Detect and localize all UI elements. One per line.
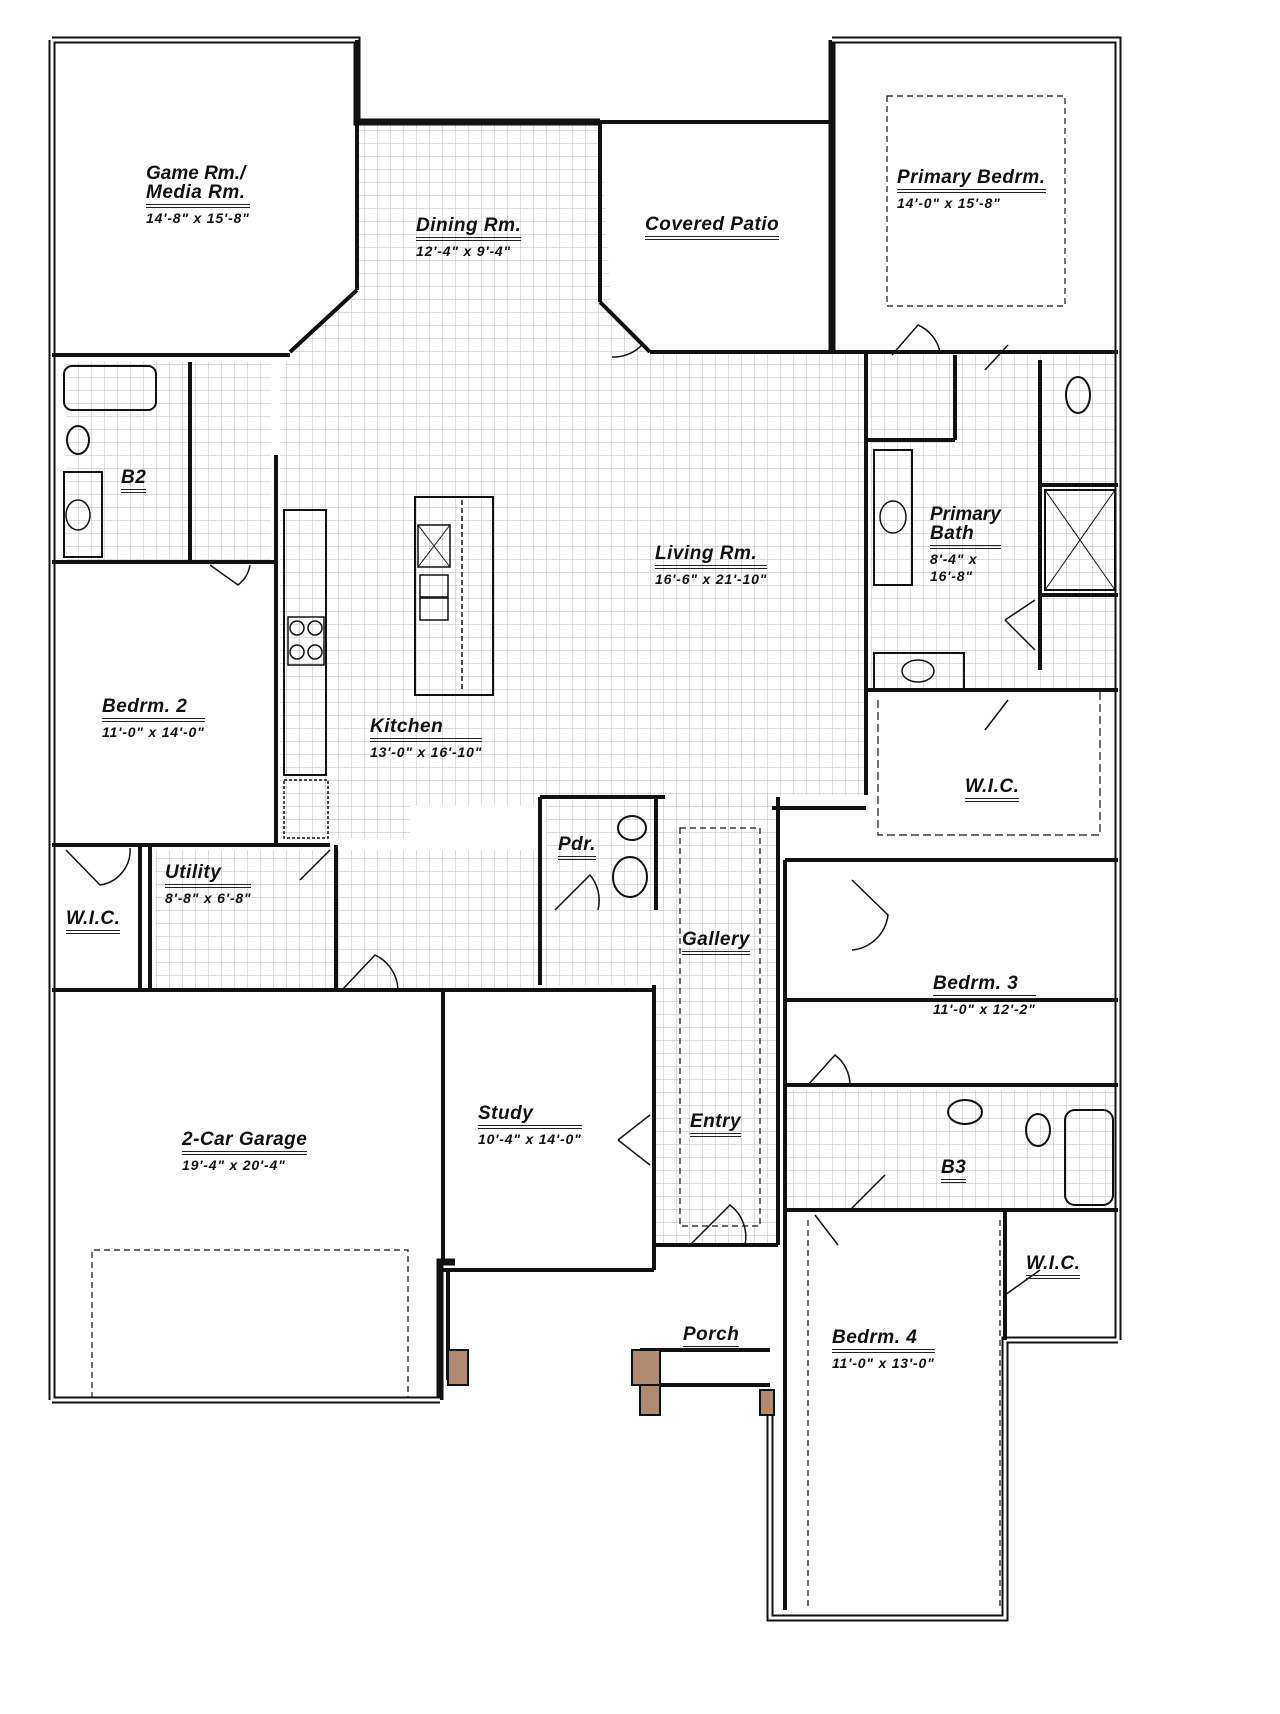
room-name: Study xyxy=(478,1104,582,1129)
room-label-powder: Pdr. xyxy=(558,835,596,860)
room-label-bedroom-3: Bedrm. 3 11'-0" x 12'-2" xyxy=(933,974,1036,1016)
room-dimensions: 14'-8" x 15'-8" xyxy=(146,210,250,226)
walls xyxy=(48,36,1122,1622)
room-label-patio: Covered Patio xyxy=(645,215,780,240)
room-dimensions: 11'-0" x 14'-0" xyxy=(102,724,205,740)
room-label-primary-bath: Primary Bath 8'-4" x 16'-8" xyxy=(930,505,1001,583)
room-label-wic-bed4: W.I.C. xyxy=(1026,1254,1081,1279)
room-label-primary-bedroom: Primary Bedrm. 14'-0" x 15'-8" xyxy=(897,168,1046,210)
room-name: Covered Patio xyxy=(645,215,780,240)
room-label-porch: Porch xyxy=(683,1325,740,1350)
room-name: W.I.C. xyxy=(66,909,121,934)
room-label-gallery: Gallery xyxy=(682,930,750,955)
room-dimensions: 14'-0" x 15'-8" xyxy=(897,195,1001,211)
room-label-study: Study 10'-4" x 14'-0" xyxy=(478,1104,582,1146)
room-name: Utility xyxy=(165,863,252,888)
room-name: Pdr. xyxy=(558,835,596,860)
room-name: Bedrm. 2 xyxy=(102,697,205,722)
porch-columns xyxy=(447,1349,775,1416)
room-name: B3 xyxy=(941,1158,967,1183)
room-name: Porch xyxy=(683,1325,740,1350)
room-dimensions: 10'-4" x 14'-0" xyxy=(478,1131,582,1147)
room-name: Living Rm. xyxy=(655,544,768,569)
room-name-2: Media Rm. xyxy=(146,183,250,208)
room-label-b2: B2 xyxy=(121,468,147,493)
room-label-bedroom-4: Bedrm. 4 11'-0" x 13'-0" xyxy=(832,1328,935,1370)
room-name: W.I.C. xyxy=(1026,1254,1081,1279)
room-name: W.I.C. xyxy=(965,777,1020,802)
room-name: Entry xyxy=(690,1112,742,1137)
room-name: Primary xyxy=(930,504,1001,525)
room-name: Dining Rm. xyxy=(416,216,522,241)
room-name: B2 xyxy=(121,468,147,493)
room-label-kitchen: Kitchen 13'-0" x 16'-10" xyxy=(370,717,483,760)
room-dimensions-2: 16'-8" xyxy=(930,568,973,584)
room-name: Kitchen xyxy=(370,717,483,742)
tiled-floor-areas xyxy=(66,122,1120,1245)
room-name: Bedrm. 4 xyxy=(832,1328,935,1353)
room-name: Game Rm./ xyxy=(146,163,246,184)
room-dimensions: 11'-0" x 13'-0" xyxy=(832,1355,935,1371)
room-dimensions: 12'-4" x 9'-4" xyxy=(416,243,511,259)
room-label-game: Game Rm./ Media Rm. 14'-8" x 15'-8" xyxy=(146,164,250,225)
room-label-entry: Entry xyxy=(690,1112,742,1137)
room-label-garage: 2-Car Garage 19'-4" x 20'-4" xyxy=(182,1130,308,1173)
room-dimensions: 13'-0" x 16'-10" xyxy=(370,744,483,760)
room-label-bedroom-2: Bedrm. 2 11'-0" x 14'-0" xyxy=(102,697,205,739)
room-label-dining: Dining Rm. 12'-4" x 9'-4" xyxy=(416,216,522,259)
room-dimensions: 19'-4" x 20'-4" xyxy=(182,1157,286,1173)
room-name: Bedrm. 3 xyxy=(933,974,1036,999)
room-label-wic-bed2: W.I.C. xyxy=(66,909,121,934)
room-label-living: Living Rm. 16'-6" x 21'-10" xyxy=(655,544,768,587)
room-label-b3: B3 xyxy=(941,1158,967,1183)
room-dimensions: 11'-0" x 12'-2" xyxy=(933,1001,1036,1017)
room-name: Primary Bedrm. xyxy=(897,168,1046,193)
room-label-utility: Utility 8'-8" x 6'-8" xyxy=(165,863,252,906)
room-dimensions: 8'-8" x 6'-8" xyxy=(165,890,252,906)
room-name: Gallery xyxy=(682,930,750,955)
room-dimensions: 8'-4" x xyxy=(930,551,978,567)
room-label-wic-primary: W.I.C. xyxy=(965,777,1020,802)
room-dimensions: 16'-6" x 21'-10" xyxy=(655,571,768,587)
room-name: 2-Car Garage xyxy=(182,1130,308,1155)
room-name-2: Bath xyxy=(930,524,1001,549)
